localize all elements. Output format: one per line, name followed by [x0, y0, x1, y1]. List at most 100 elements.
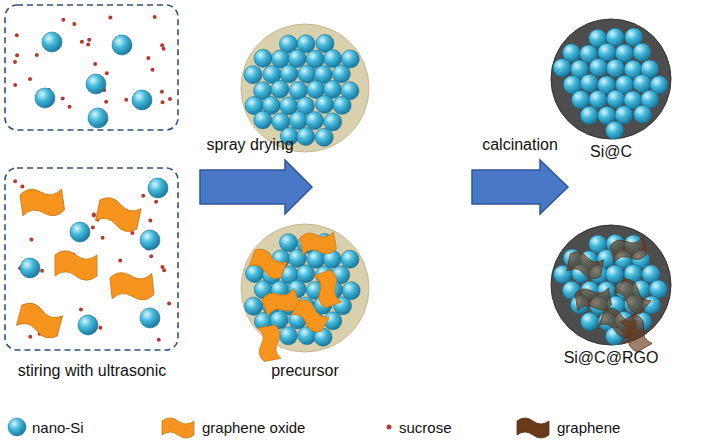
si-sphere — [245, 297, 263, 315]
sucrose-dot — [13, 60, 17, 64]
process-arrow — [472, 160, 568, 214]
sucrose-dot — [15, 33, 19, 37]
si-sphere — [580, 106, 598, 124]
sucrose-dot — [161, 100, 165, 104]
sucrose-dot — [28, 335, 32, 339]
sheet — [15, 301, 63, 340]
si-sphere — [634, 105, 652, 123]
si-sphere — [279, 327, 297, 345]
sheet — [255, 324, 284, 362]
sucrose-dot — [108, 16, 112, 20]
si-sphere — [324, 113, 342, 131]
si-sphere — [306, 112, 324, 130]
step-label: precursor — [271, 362, 339, 380]
product-particle: Si@C — [550, 18, 672, 140]
particle-outline — [550, 224, 672, 346]
sucrose-dot — [168, 97, 172, 101]
sucrose-dot — [160, 90, 164, 94]
si-sphere — [88, 108, 108, 128]
si-sphere — [615, 106, 633, 124]
sheet — [311, 269, 345, 309]
legend-swatch — [160, 415, 200, 441]
sucrose-dot — [105, 71, 109, 75]
sucrose-dot — [167, 301, 171, 305]
si-sphere — [254, 111, 272, 129]
sucrose-dot — [13, 179, 17, 183]
si-sphere — [280, 234, 298, 252]
precursor-content — [245, 229, 361, 362]
si-sphere — [649, 280, 667, 298]
sucrose-dot — [87, 38, 91, 42]
si-sphere — [78, 315, 98, 335]
si-sphere — [606, 121, 624, 139]
sheet — [612, 276, 653, 316]
sucrose-dot — [93, 62, 97, 66]
product-label: Si@C@RGO — [564, 349, 659, 367]
sucrose-dot — [61, 97, 65, 101]
precursor-particle — [241, 24, 369, 152]
sucrose-dot — [149, 254, 153, 258]
sucrose-dot — [68, 105, 72, 109]
sucrose-dot — [130, 231, 134, 235]
sucrose-dot — [101, 236, 105, 240]
sucrose-dot — [91, 226, 95, 230]
step-label: spray drying — [206, 136, 293, 154]
sheet — [290, 297, 331, 335]
sucrose-dot — [35, 53, 39, 57]
sheet — [248, 247, 288, 281]
sucrose-dot — [29, 237, 33, 241]
sheet — [299, 229, 337, 258]
sheet — [19, 185, 65, 220]
si-sphere — [316, 95, 334, 113]
carbon-shell — [551, 225, 671, 345]
sucrose-dot — [162, 47, 166, 51]
si-sphere — [333, 96, 351, 114]
si-sphere — [341, 250, 359, 268]
sucrose-dot — [141, 194, 145, 198]
si-sphere — [297, 127, 315, 145]
sucrose-dot — [15, 53, 19, 57]
sucrose-dot — [40, 269, 44, 273]
sheet — [566, 251, 604, 280]
precursor-content — [244, 34, 359, 146]
sucrose-dot — [79, 307, 83, 311]
sheet — [95, 196, 142, 233]
mixture-content — [13, 178, 171, 342]
legend-text: graphene — [557, 419, 620, 436]
si-sphere — [244, 66, 262, 84]
si-sphere — [580, 74, 598, 92]
sucrose-dot — [20, 184, 24, 188]
si-sphere — [606, 265, 624, 283]
sheet — [55, 251, 97, 280]
sucrose-dot — [72, 22, 76, 26]
sucrose-dot — [162, 268, 166, 272]
sucrose-dot — [86, 43, 90, 47]
legend-text: graphene oxide — [202, 419, 305, 436]
si-sphere — [35, 88, 55, 108]
si-sphere — [633, 43, 651, 61]
particle-outline — [550, 18, 672, 140]
sucrose-dot — [118, 259, 122, 263]
step-label: stiring with ultrasonic — [18, 362, 167, 380]
precursor-particle — [241, 224, 369, 352]
sucrose-dot — [92, 213, 96, 217]
si-sphere — [572, 91, 590, 109]
sucrose-dot — [154, 200, 158, 204]
si-sphere — [332, 65, 350, 83]
mixture-box — [5, 5, 178, 130]
sucrose-dot — [80, 40, 84, 44]
si-sphere — [271, 80, 289, 98]
sucrose-dot — [124, 98, 128, 102]
sucrose-dot — [160, 43, 164, 47]
product-label: Si@C — [590, 143, 632, 161]
sheet — [110, 269, 155, 303]
si-sphere — [70, 222, 90, 242]
si-sphere — [581, 312, 599, 330]
mixture-content — [13, 15, 172, 128]
si-sphere — [140, 230, 160, 250]
sucrose-dot — [153, 15, 157, 19]
si-sphere — [148, 178, 168, 198]
product-particle: Si@C@RGO — [550, 224, 672, 346]
sheet — [617, 312, 655, 353]
sucrose-dot — [92, 213, 96, 217]
